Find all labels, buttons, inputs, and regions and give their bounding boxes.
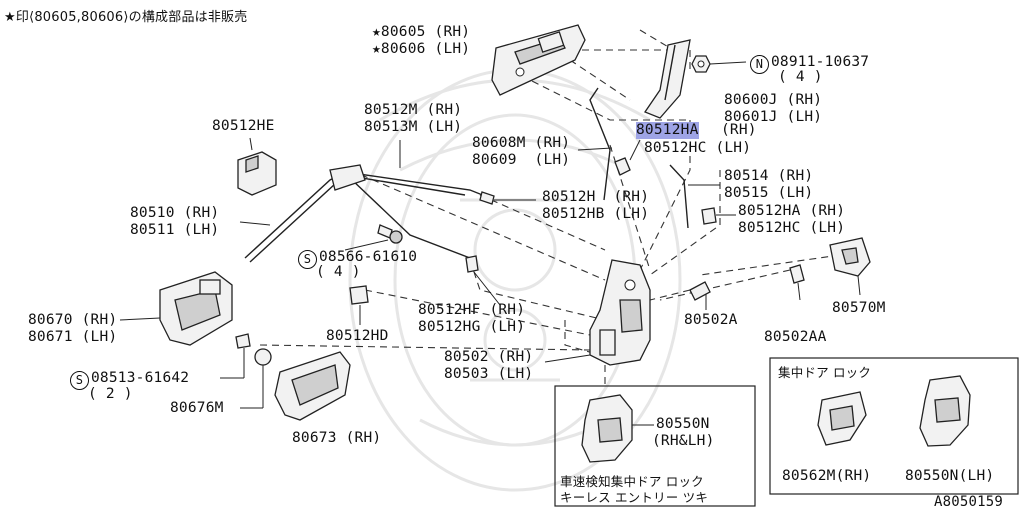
- label-80600j[interactable]: 80600J (RH): [724, 92, 823, 108]
- label-80605[interactable]: ★80605 (RH): [372, 24, 471, 40]
- figure-code: A8050159: [934, 494, 1004, 510]
- label-80512ha-highlighted[interactable]: 80512HA: [636, 122, 699, 139]
- inside-rod-icon: [669, 164, 720, 229]
- label-80550n-box2[interactable]: 80550N(LH): [905, 468, 995, 484]
- label-80512hd[interactable]: 80512HD: [326, 328, 389, 344]
- label-80673[interactable]: 80673 (RH): [292, 430, 382, 446]
- label-80512m[interactable]: 80512M (RH): [364, 102, 463, 118]
- label-80550n-box1-side: (RH&LH): [652, 433, 715, 449]
- label-08911-qty: ( 4 ): [778, 69, 823, 85]
- box2-title: 集中ドア ロック: [778, 365, 872, 380]
- label-80512ha-side: (RH): [721, 122, 757, 138]
- label-80512he[interactable]: 80512HE: [212, 118, 275, 134]
- label-80511[interactable]: 80511 (LH): [130, 222, 220, 238]
- label-80510[interactable]: 80510 (RH): [130, 205, 220, 221]
- latch-screw-icon: [689, 281, 711, 310]
- label-08911[interactable]: 08911-10637: [771, 54, 870, 70]
- box1-title-line1: 車速検知集中ドア ロック: [560, 474, 704, 489]
- label-80502aa[interactable]: 80502AA: [764, 329, 827, 345]
- handle-screw-icon: [220, 333, 272, 409]
- label-80512ha-lower[interactable]: 80512HA (RH): [738, 203, 846, 219]
- label-80671[interactable]: 80671 (LH): [28, 329, 118, 345]
- box1-title-line2: キーレス エントリー ツキ: [560, 490, 709, 505]
- striker-icon: [789, 237, 871, 301]
- label-80512hc-upper[interactable]: 80512HC (LH): [644, 140, 752, 156]
- option-box-central-lock: [769, 357, 1019, 495]
- rod-clip-icon: [614, 139, 641, 176]
- cable-clip-icon: [465, 199, 536, 306]
- clip-small-icon: [349, 285, 369, 325]
- n-circle-symbol: N: [750, 55, 769, 74]
- label-80562m[interactable]: 80562M(RH): [782, 468, 872, 484]
- option-box-keyless: [554, 385, 756, 507]
- label-80512hf[interactable]: 80512HF (RH): [418, 302, 526, 318]
- door-latch-icon: [544, 259, 651, 366]
- lock-rod-icon: [577, 87, 613, 201]
- s-circle-symbol-upper: S: [298, 250, 317, 269]
- label-08566-qty: ( 4 ): [316, 264, 361, 280]
- label-80512hg[interactable]: 80512HG (LH): [418, 319, 526, 335]
- outside-door-handle-icon: [491, 24, 586, 96]
- label-80513m[interactable]: 80513M (LH): [364, 119, 463, 135]
- label-80502a[interactable]: 80502A: [684, 312, 738, 328]
- label-80609[interactable]: 80609 (LH): [472, 152, 571, 168]
- handle-bezel-icon: [274, 351, 351, 421]
- label-80512h[interactable]: 80512H (RH): [542, 189, 650, 205]
- label-80514[interactable]: 80514 (RH): [724, 168, 814, 184]
- label-08513[interactable]: 08513-61642: [91, 370, 190, 386]
- label-80601j[interactable]: 80601J (LH): [724, 109, 823, 125]
- cable-icon: [239, 140, 495, 263]
- rod-clip-lower-icon: [701, 207, 736, 225]
- label-80502[interactable]: 80502 (RH): [444, 349, 534, 365]
- label-80570m[interactable]: 80570M: [832, 300, 886, 316]
- label-80512hb[interactable]: 80512HB (LH): [542, 206, 650, 222]
- label-80676m[interactable]: 80676M: [170, 400, 224, 416]
- inside-door-handle-icon: [119, 271, 233, 346]
- header-note: ★印⟨80605,80606⟩の構成部品は非販売: [4, 10, 248, 25]
- label-08566[interactable]: 08566-61610: [319, 249, 418, 265]
- label-80670[interactable]: 80670 (RH): [28, 312, 118, 328]
- bracket-icon: [237, 137, 277, 196]
- label-80550n-box1[interactable]: 80550N: [656, 416, 710, 432]
- label-80515[interactable]: 80515 (LH): [724, 185, 814, 201]
- label-08513-qty: ( 2 ): [88, 386, 133, 402]
- label-80606[interactable]: ★80606 (LH): [372, 41, 471, 57]
- handle-rod-icon: [644, 39, 691, 119]
- label-80608m[interactable]: 80608M (RH): [472, 135, 571, 151]
- label-80503[interactable]: 80503 (LH): [444, 366, 534, 382]
- label-80512hc-lower[interactable]: 80512HC (LH): [738, 220, 846, 236]
- s-circle-symbol-lower: S: [70, 371, 89, 390]
- screw-icon: [344, 224, 403, 251]
- nut-icon: [691, 55, 747, 73]
